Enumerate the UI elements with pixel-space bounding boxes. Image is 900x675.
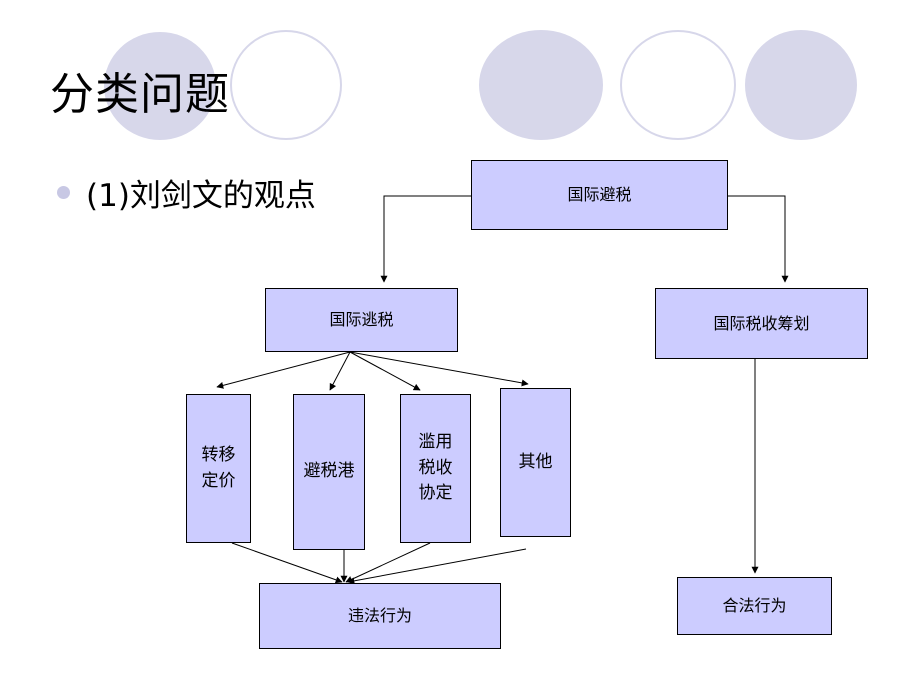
connector-escape-transfer xyxy=(216,351,351,389)
decor-ring-2 xyxy=(620,30,736,140)
node-label-tax-haven: 避税港 xyxy=(303,461,355,482)
connector-escape-treaty xyxy=(349,351,421,391)
decor-ring-1 xyxy=(230,30,342,140)
bullet-text: (1)刘剑文的观点 xyxy=(86,178,316,214)
decor-circle-1 xyxy=(104,32,216,140)
connector-transfer-illegal xyxy=(231,542,343,584)
node-label-root: 国际避税 xyxy=(567,185,632,205)
node-legal-behavior: 合法行为 xyxy=(677,577,832,635)
node-international-tax-avoidance: 国际避税 xyxy=(471,160,728,230)
node-illegal-behavior: 违法行为 xyxy=(259,583,501,649)
connector-root-right xyxy=(728,195,789,283)
node-label-other: 其他 xyxy=(518,451,553,472)
connector-escape-haven xyxy=(329,351,351,391)
node-tax-haven: 避税港 xyxy=(293,394,365,550)
node-label-legal: 合法行为 xyxy=(722,596,787,616)
connector-escape-other xyxy=(349,351,529,387)
node-treaty-abuse: 滥用 税收 协定 xyxy=(400,394,471,543)
connector-root-left xyxy=(380,195,471,283)
connector-other-illegal xyxy=(347,548,527,585)
connector-treaty-illegal xyxy=(345,542,431,583)
node-other: 其他 xyxy=(500,388,571,537)
node-label-illegal: 违法行为 xyxy=(347,606,412,626)
node-label-left-branch: 国际逃税 xyxy=(329,310,394,330)
node-international-tax-evasion: 国际逃税 xyxy=(265,288,458,352)
node-international-tax-planning: 国际税收筹划 xyxy=(655,288,868,359)
node-label-treaty-abuse: 滥用 税收 协定 xyxy=(418,432,453,504)
node-transfer-pricing: 转移 定价 xyxy=(186,394,251,543)
bullet-icon xyxy=(57,186,70,199)
slide-title: 分类问题 xyxy=(50,69,230,120)
node-label-transfer-pricing: 转移 定价 xyxy=(201,445,236,491)
node-label-right-branch: 国际税收筹划 xyxy=(713,313,810,333)
decor-circle-2 xyxy=(479,30,603,140)
decor-circle-3 xyxy=(745,30,857,140)
